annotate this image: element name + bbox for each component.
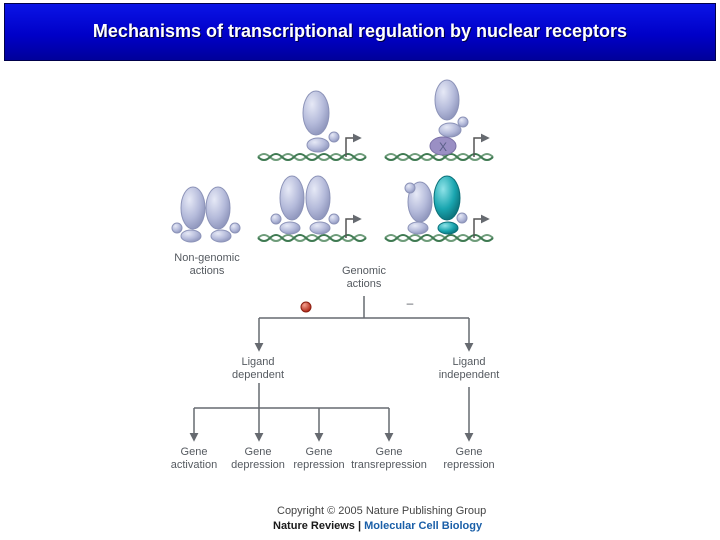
label-ligand-independent: Ligand independent [438,356,500,381]
journal-separator: | [354,520,365,532]
label-ligand-dependent: Ligand dependent [232,356,284,381]
dna-strand-1 [257,153,367,161]
tss-arrow-2 [473,133,490,157]
slide-title: Mechanisms of transcriptional regulation… [92,21,628,41]
journal-section: Molecular Cell Biology [364,520,483,532]
tss-arrow-4 [473,214,490,238]
label-gene-transrepression: Gene transrepression [351,446,427,471]
label-gene-repression-1: Gene repression [293,446,345,471]
label-gene-depression: Gene depression [231,446,285,471]
tss-arrow-1 [345,133,362,157]
label-gene-repression-2: Gene repression [443,446,495,471]
dna-strand-3 [257,234,367,242]
copyright-text: Copyright © 2005 Nature Publishing Group [277,505,487,517]
pathway-tree [189,296,474,442]
receptor-homodimer-dna [270,175,340,235]
minus-sign: – [406,296,414,310]
receptor-monomer [302,90,340,153]
title-bar: Mechanisms of transcriptional regulation… [4,3,716,61]
tss-arrow-3 [345,214,362,238]
label-genomic-actions: Genomic actions [341,265,387,290]
label-gene-activation: Gene activation [170,446,218,471]
dna-strand-4 [384,234,494,242]
journal-credit: Nature Reviews | Molecular Cell Biology [273,520,482,532]
repressor-mark: X [439,140,447,154]
receptor-heterodimer-dna [404,175,468,235]
receptor-non-genomic [171,186,241,243]
receptor-with-repressor [429,79,469,156]
ligand-icon [300,301,312,313]
label-non-genomic-actions: Non-genomic actions [174,252,240,277]
journal-name: Nature Reviews [273,520,355,532]
